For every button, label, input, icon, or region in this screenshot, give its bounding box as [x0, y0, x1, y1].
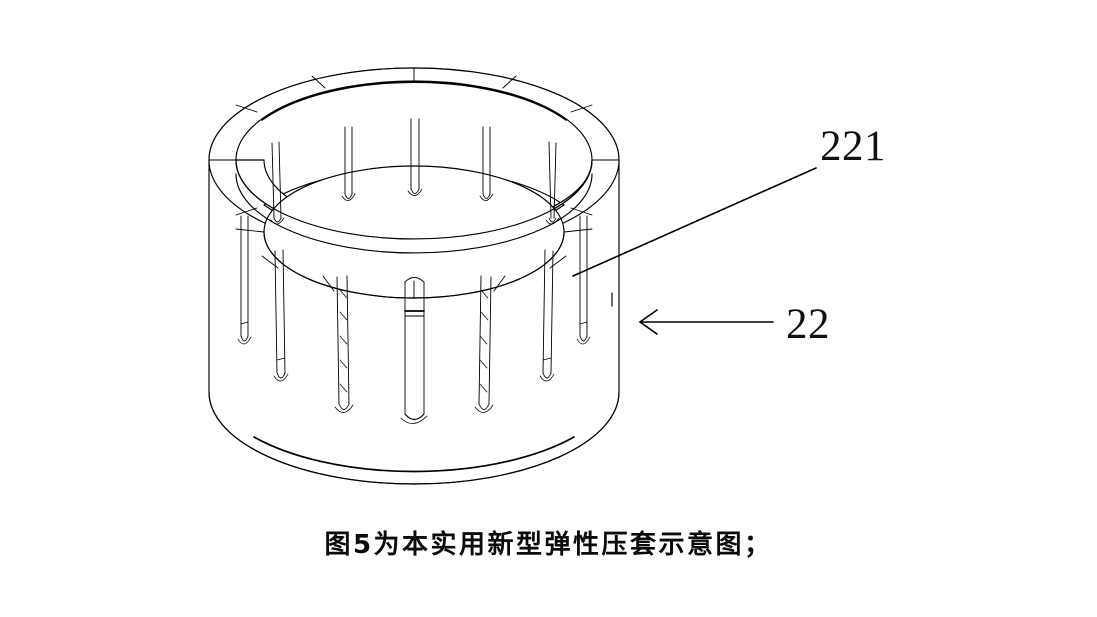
reference-callout-221: 221 — [572, 123, 886, 277]
ref-label-221: 221 — [820, 123, 886, 170]
bore-slot — [270, 141, 285, 225]
bottom-edge — [208, 391, 620, 485]
reference-callout-22: 22 — [638, 301, 830, 348]
bore-slot — [479, 126, 494, 201]
wall-slot — [273, 249, 289, 382]
arrowhead-left-icon — [638, 309, 658, 335]
figure-caption: 图5为本实用新型弹性压套示意图； — [324, 530, 773, 560]
wall-slot — [334, 275, 354, 413]
outer-wall-slots — [237, 215, 591, 424]
bore-slot — [545, 141, 560, 225]
inner-bore-slots — [270, 118, 560, 225]
wall-slot — [576, 215, 591, 345]
wall-slot — [539, 249, 555, 382]
leader-line-221 — [572, 167, 817, 277]
bore-slot — [341, 126, 356, 201]
elastic-press-sleeve — [208, 67, 620, 485]
bore-slot — [407, 118, 423, 196]
wall-slot — [400, 277, 428, 424]
ref-label-22: 22 — [786, 301, 830, 348]
wall-slot — [237, 215, 252, 345]
wall-slot — [474, 275, 494, 413]
